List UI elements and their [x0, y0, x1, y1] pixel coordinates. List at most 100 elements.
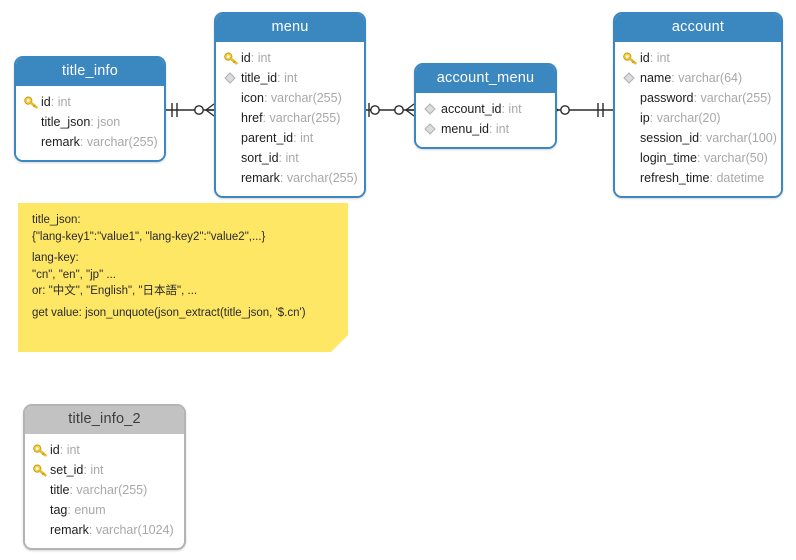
field-title_info_2-id[interactable]: id: int [33, 440, 176, 460]
field-account-login_time[interactable]: login_time: varchar(50) [623, 148, 773, 168]
field-name: href [241, 111, 263, 126]
field-title_info_2-set_id[interactable]: set_id: int [33, 460, 176, 480]
field-type: int [284, 71, 298, 86]
field-account-session_id[interactable]: session_id: varchar(100) [623, 128, 777, 148]
entity-title_info_2-header: title_info_2 [25, 406, 184, 435]
field-title_info-remark[interactable]: remark: varchar(255) [24, 132, 158, 152]
no-marker [623, 90, 640, 106]
field-type: varchar(255) [700, 91, 772, 106]
field-menu-icon[interactable]: icon: varchar(255) [224, 88, 356, 108]
entity-title_info[interactable]: title_info id: int title_json: json [14, 56, 166, 163]
field-name: remark [41, 135, 80, 150]
field-account_menu-account_id[interactable]: account_id: int [424, 99, 547, 119]
entity-menu-header: menu [216, 14, 364, 43]
no-marker [224, 170, 241, 186]
field-name: parent_id [241, 131, 294, 146]
no-marker [224, 130, 241, 146]
field-name: sort_id [241, 151, 279, 166]
field-title_info_2-title[interactable]: title: varchar(255) [33, 480, 176, 500]
field-account-password[interactable]: password: varchar(255) [623, 88, 773, 108]
entity-account-header: account [615, 14, 781, 43]
field-type: int [495, 122, 510, 137]
field-type: varchar(1024) [95, 523, 174, 538]
entity-title_info_2-fields: id: int set_id: int title: varchar(255) [25, 434, 184, 549]
field-type: varchar(20) [656, 111, 721, 126]
field-name: remark [50, 523, 89, 538]
entity-title_info_2[interactable]: title_info_2 id: int [23, 404, 186, 551]
field-title_info-id[interactable]: id: int [24, 92, 156, 112]
field-menu-remark[interactable]: remark: varchar(255) [224, 168, 358, 188]
field-type: varchar(100) [706, 131, 777, 146]
entity-account_menu[interactable]: account_menu account_id: int menu_id: in… [414, 63, 557, 150]
entity-account[interactable]: account id: int [613, 12, 783, 199]
field-name: set_id [50, 463, 84, 478]
field-title_info_2-remark[interactable]: remark: varchar(1024) [33, 520, 176, 540]
entity-menu-fields: id: int title_id: int icon: varchar(255)… [216, 42, 364, 197]
entity-account_menu-header: account_menu [416, 65, 555, 94]
key-icon [623, 50, 640, 66]
field-menu-sort_id[interactable]: sort_id: int [224, 148, 356, 168]
no-marker [623, 110, 640, 126]
field-type: int [285, 151, 299, 166]
note-title_json[interactable]: title_json: {"lang-key1":"value1", "lang… [18, 203, 348, 352]
field-account_menu-menu_id[interactable]: menu_id: int [424, 119, 547, 139]
note-line-4: "cn", "en", "jp" ... [32, 268, 116, 281]
field-type: int [90, 463, 104, 478]
key-icon [224, 50, 241, 66]
key-icon [24, 94, 41, 110]
diamond-icon [424, 101, 441, 117]
field-name: password [640, 91, 694, 106]
field-type: varchar(255) [76, 483, 148, 498]
field-menu-href[interactable]: href: varchar(255) [224, 108, 356, 128]
field-menu-parent_id[interactable]: parent_id: int [224, 128, 356, 148]
field-name: title [50, 483, 70, 498]
note-line-6: get value: json_unquote(json_extract(tit… [32, 306, 306, 319]
field-name: title_id [241, 71, 278, 86]
no-marker [33, 482, 50, 498]
field-name: id [241, 51, 251, 66]
entity-title_info-fields: id: int title_json: json remark: varchar… [16, 86, 164, 161]
no-marker [24, 134, 41, 150]
no-marker [33, 522, 50, 538]
field-type: int [300, 131, 314, 146]
key-icon [33, 442, 50, 458]
no-marker [623, 150, 640, 166]
note-line-3: lang-key: [32, 252, 79, 264]
field-type: int [508, 102, 522, 117]
entity-title_info-header: title_info [16, 58, 164, 87]
no-marker [623, 130, 640, 146]
diamond-icon [424, 121, 441, 137]
field-name: menu_id [441, 122, 489, 137]
diamond-icon [224, 70, 241, 86]
field-type: int [257, 51, 271, 66]
field-account-ip[interactable]: ip: varchar(20) [623, 108, 773, 128]
field-menu-id[interactable]: id: int [224, 48, 356, 68]
field-name: account_id [441, 102, 502, 117]
field-account-refresh_time[interactable]: refresh_time: datetime [623, 168, 773, 188]
entity-menu[interactable]: menu id: int [214, 12, 366, 199]
field-type: datetime [716, 171, 765, 186]
field-menu-title_id[interactable]: title_id: int [224, 68, 356, 88]
note-line-5: or: "中文", "English", "日本語", ... [32, 285, 198, 297]
note-fold-corner-icon [331, 335, 348, 352]
key-icon [33, 462, 50, 478]
field-name: session_id [640, 131, 700, 146]
field-name: title_json [41, 115, 91, 130]
field-type: enum [74, 503, 106, 518]
field-name: id [50, 443, 60, 458]
field-title_info-title_json[interactable]: title_json: json [24, 112, 156, 132]
field-type: varchar(255) [270, 91, 342, 106]
field-name: remark [241, 171, 280, 186]
note-line-1: title_json: [32, 214, 81, 226]
field-type: int [57, 95, 71, 110]
field-account-name[interactable]: name: varchar(64) [623, 68, 773, 88]
diamond-icon [623, 70, 640, 86]
no-marker [623, 170, 640, 186]
field-name: ip [640, 111, 650, 126]
field-type: varchar(255) [86, 135, 158, 150]
field-name: icon [241, 91, 264, 106]
field-name: tag [50, 503, 68, 518]
field-account-id[interactable]: id: int [623, 48, 773, 68]
field-title_info_2-tag[interactable]: tag: enum [33, 500, 176, 520]
